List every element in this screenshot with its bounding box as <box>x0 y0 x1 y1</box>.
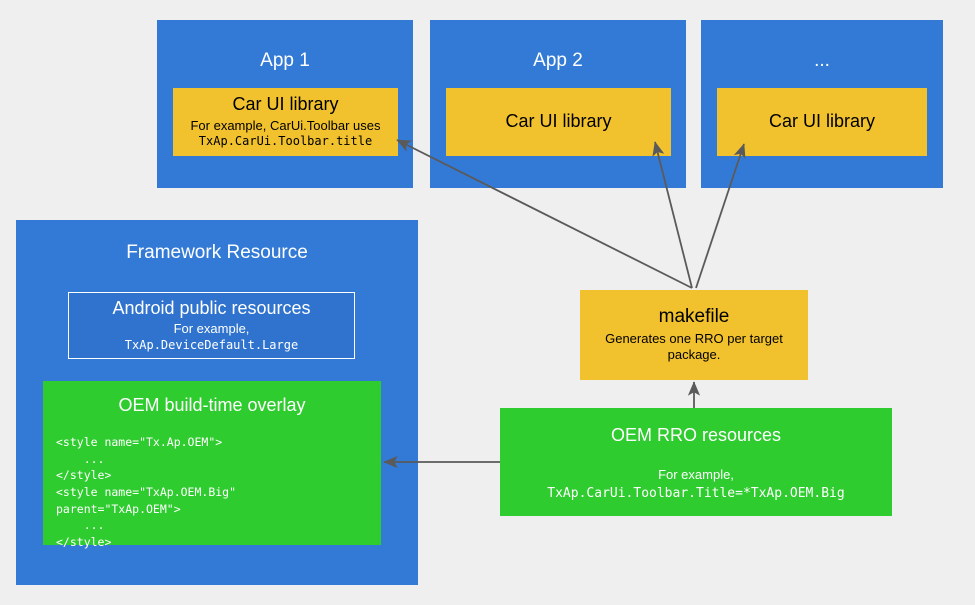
android-public-resources-title: Android public resources <box>112 297 311 318</box>
app-panel-3: ... Car UI library <box>701 20 943 188</box>
app2-car-ui-library[interactable]: Car UI library <box>446 88 671 156</box>
oem-build-time-overlay[interactable]: OEM build-time overlay <style name="Tx.A… <box>43 381 381 549</box>
oem-build-time-overlay-title: OEM build-time overlay <box>118 395 306 415</box>
oem-rro-resources-subtitle: For example, <box>658 467 734 482</box>
app1-car-ui-library-code: TxAp.CarUi.Toolbar.title <box>198 134 373 149</box>
app-panel-2: App 2 Car UI library <box>430 20 686 188</box>
oem-rro-resources-code: TxAp.CarUi.Toolbar.Title=*TxAp.OEM.Big <box>547 486 845 501</box>
app2-car-ui-library-title: Car UI library <box>505 111 612 132</box>
makefile-box[interactable]: makefile Generates one RRO per target pa… <box>580 290 808 380</box>
app-panel-3-title: ... <box>814 50 830 71</box>
app1-car-ui-library-title: Car UI library <box>232 94 339 115</box>
app3-car-ui-library-title: Car UI library <box>768 111 875 132</box>
android-public-resources-code: TxAp.DeviceDefault.Large <box>124 337 299 352</box>
app-panel-1: App 1 Car UI library For example, CarUi.… <box>157 20 413 188</box>
app-panel-2-title: App 2 <box>533 50 583 71</box>
framework-resource-title: Framework Resource <box>126 242 308 263</box>
oem-build-time-overlay-code: <style name="Tx.Ap.OEM"> ... </style> <s… <box>56 435 237 550</box>
makefile-title: makefile <box>658 306 730 328</box>
app-panel-1-title: App 1 <box>260 50 310 71</box>
android-public-resources-box[interactable]: Android public resources For example, Tx… <box>68 292 355 359</box>
android-public-resources-subtitle: For example, <box>173 321 250 337</box>
oem-rro-resources[interactable]: OEM RRO resources For example, TxAp.CarU… <box>500 408 892 516</box>
oem-rro-resources-title: OEM RRO resources <box>610 425 782 445</box>
makefile-subtitle: Generates one RRO per target package. <box>605 331 783 363</box>
app3-car-ui-library[interactable]: Car UI library <box>717 88 927 156</box>
framework-resource-panel: Framework Resource Android public resour… <box>16 220 418 585</box>
app1-car-ui-library-subtitle: For example, CarUi.Toolbar uses <box>190 117 381 133</box>
app1-car-ui-library[interactable]: Car UI library For example, CarUi.Toolba… <box>173 88 398 156</box>
